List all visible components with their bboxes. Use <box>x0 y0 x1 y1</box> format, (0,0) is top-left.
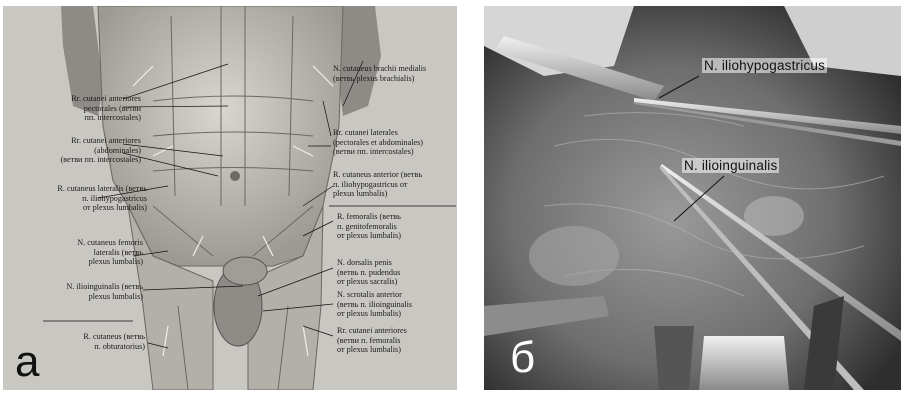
navel <box>230 171 240 181</box>
label-n-dorsalis-penis: N. dorsalis penis (ветвь п. pudendus от … <box>337 258 457 287</box>
label-n-cutaneus-brachii-medialis: N. cutaneus brachii medialis (ветвь plex… <box>333 64 457 83</box>
label-rr-cutanei-anteriores-femoralis: Rr. cutanei anteriores (ветви п. femoral… <box>337 326 457 355</box>
label-n-ilioinguinalis: N. ilioinguinalis (ветвь plexus lumbalis… <box>29 282 143 301</box>
label-r-femoralis: R. femoralis (ветвь п. genitofemoralis о… <box>337 212 457 241</box>
label-rr-cutanei-abdominales: Rr. cutanei anteriores (abdominales) (ве… <box>29 136 141 165</box>
panel-letter-a: а <box>15 340 39 384</box>
anatomy-illustration-panel: Rr. cutanei anteriores pectorales (ветви… <box>3 6 457 390</box>
panel-letter-b: б <box>510 336 535 380</box>
label-n-scrotalis-anterior: N. scrotalis anterior (ветвь п. ilioingu… <box>337 290 457 319</box>
surgical-photo <box>484 6 901 390</box>
label-rr-cutanei-pectorales: Rr. cutanei anteriores pectorales (ветви… <box>29 94 141 123</box>
label-r-cutaneus-anterior: R. cutaneus anterior (ветвь п. iliohypog… <box>333 170 457 199</box>
label-r-cutaneus-obturatorius: R. cutaneus (ветвь п. obturatorius) <box>29 332 145 351</box>
label-n-cutaneus-femoris-lateralis: N. cutaneus femoris lateralis (ветвь ple… <box>29 238 143 267</box>
label-rr-cutanei-laterales: Rr. cutanei laterales (pectorales et abd… <box>333 128 457 157</box>
surgical-photo-panel: N. iliohypogastricus N. ilioinguinalis б <box>484 6 901 390</box>
label-r-cutaneus-lateralis: R. cutaneus lateralis (ветвь п. iliohypo… <box>29 184 147 213</box>
label-n-iliohypogastricus: N. iliohypogastricus <box>702 58 827 73</box>
label-n-ilioinguinalis-photo: N. ilioinguinalis <box>682 158 779 173</box>
clamp <box>699 336 789 390</box>
right-arm <box>338 6 381 116</box>
